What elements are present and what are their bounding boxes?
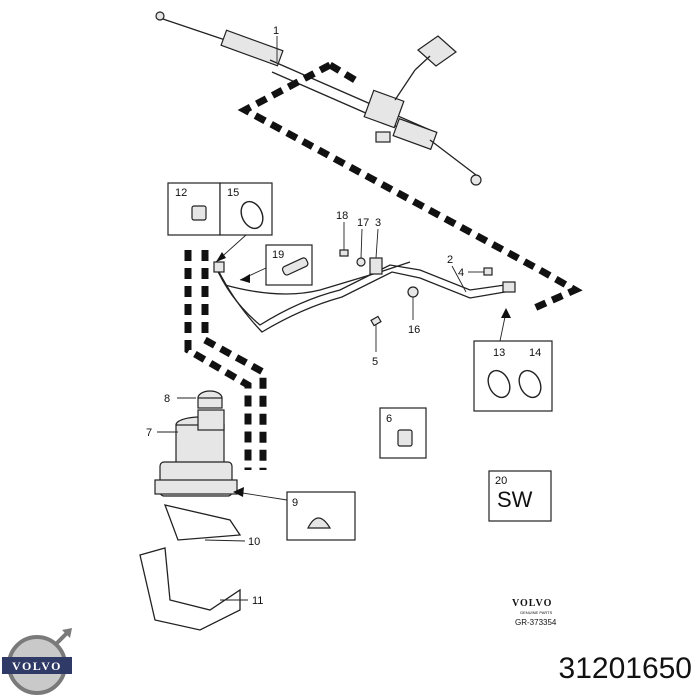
grommet-12 [191,205,207,221]
callout-2: 2 [447,254,453,266]
callout-8: 8 [164,393,170,405]
bolt-18 [339,249,349,257]
callout-6: 6 [386,413,392,425]
clamp-3 [369,257,383,275]
callout-14: 14 [529,347,541,359]
steering-rack [155,11,482,186]
logo-text: VOLVO [12,659,62,673]
washer-17 [356,257,366,267]
brand-small: VOLVO [512,598,552,609]
pressure-line [213,261,516,333]
part-20-box [488,470,552,522]
callout-15: 15 [227,187,239,199]
bracket-11 [139,547,241,631]
callout-12: 12 [175,187,187,199]
part-9-box [286,491,356,541]
part-number: 31201650 [559,652,692,685]
callout-20: 20 [495,475,507,487]
part-15-box [219,182,273,236]
callout-10: 10 [248,536,260,548]
sw-label: SW [497,487,533,512]
callout-17: 17 [357,217,369,229]
callout-9: 9 [292,497,298,509]
bolt-4 [483,267,493,276]
bolt-5 [370,315,382,327]
callout-5: 5 [372,356,378,368]
callout-3: 3 [375,217,381,229]
power-steering-pump [154,390,238,497]
cap-9 [307,517,332,529]
callout-11: 11 [252,595,263,607]
genuine-parts-text: GENUINE PARTS [520,610,553,615]
bracket-10 [163,504,242,541]
nut-16 [407,286,419,298]
o-ring-14 [518,369,542,399]
o-ring-15 [240,200,264,230]
clip-6 [397,429,413,447]
callout-1: 1 [273,25,279,37]
callout-19: 19 [272,249,284,261]
callout-16: 16 [408,324,420,336]
callout-4: 4 [458,267,464,279]
drawing-reference: GR-373354 [515,618,557,627]
part-13-14-box [473,340,553,412]
callout-18: 18 [336,210,348,222]
callout-13: 13 [493,347,505,359]
o-ring-13 [487,369,511,399]
volvo-logo: VOLVO [2,628,72,695]
callout-7: 7 [146,427,152,439]
